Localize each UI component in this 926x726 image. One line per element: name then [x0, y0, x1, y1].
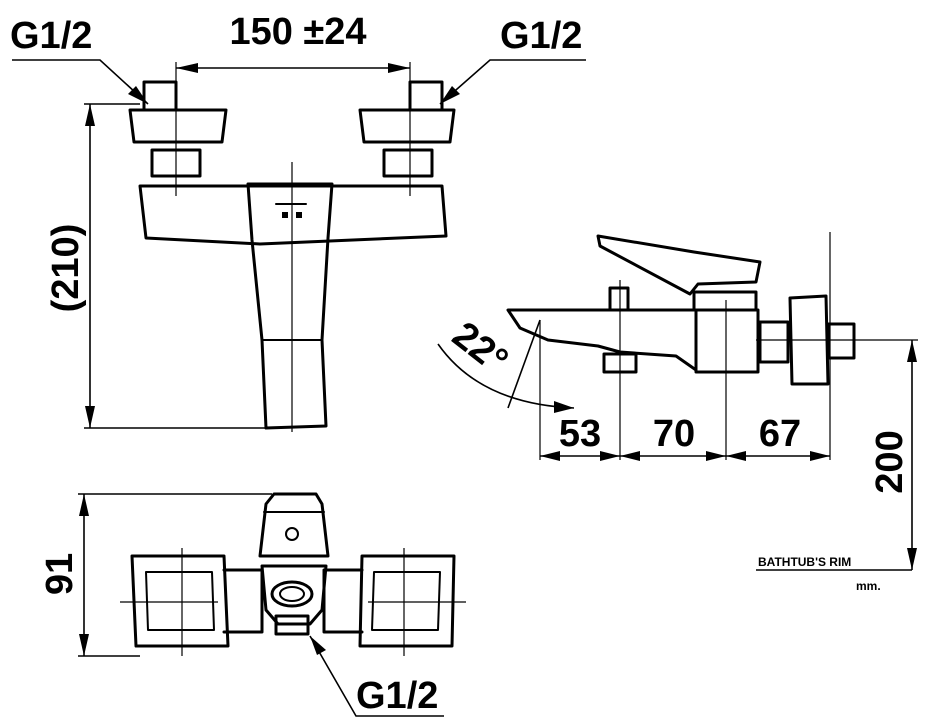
handle-top [258, 492, 330, 558]
side-view: 22° 53 70 67 200 BATHTUB'S RIM mm. [437, 232, 918, 593]
depth-top-label: 91 [39, 553, 81, 595]
side-body [694, 308, 760, 374]
thread-label-top-right: G1/2 [500, 15, 582, 57]
thread-label-top-left: G1/2 [10, 15, 92, 57]
dim-arrow [176, 63, 198, 73]
leader-arrow [128, 86, 148, 104]
dim-arrow [600, 451, 620, 461]
side-lever [596, 234, 762, 296]
left-wall-pad-inner [145, 571, 215, 631]
hot-indicator [282, 212, 288, 218]
left-escutcheon [128, 108, 228, 144]
thread-leader-left [12, 59, 149, 105]
side-lever-neck [692, 290, 758, 312]
thread-leader-right [439, 59, 586, 105]
spout-outlet [270, 580, 314, 608]
left-wall-pad [130, 554, 230, 648]
angle-arrow [554, 401, 574, 413]
thread-label-bottom: G1/2 [356, 675, 438, 717]
dim-arrow [907, 548, 917, 570]
dim-arrow [726, 451, 746, 461]
right-union-nut [382, 148, 434, 178]
body-connector-right [322, 568, 364, 634]
dim-arrow [706, 451, 726, 461]
leader-arrow [310, 636, 326, 655]
dim-arrow [620, 451, 640, 461]
spout-angle-label: 22° [444, 314, 515, 382]
side-spout [506, 308, 698, 372]
handle-screw [285, 527, 299, 541]
dim-arrow [388, 63, 410, 73]
top-view: 91 G1/2 [39, 492, 466, 717]
front-view: 150 ±24 G1/2 G1/2 (210) [10, 11, 586, 432]
inlet-spacing-label: 150 ±24 [229, 11, 366, 53]
bathtub-rim-label: BATHTUB'S RIM [758, 555, 851, 569]
right-wall-pad [358, 554, 456, 648]
dim-arrow [79, 634, 89, 656]
mixer-body [138, 184, 448, 246]
right-wall-pad-inner [371, 571, 441, 631]
unit-label: mm. [856, 579, 881, 593]
dim-arrow [85, 406, 95, 428]
dim-arrow [79, 494, 89, 516]
dim-arrow [907, 340, 917, 362]
side-escutcheon [788, 294, 830, 386]
spout-outlet-inner [279, 586, 305, 602]
spout-thread [274, 614, 310, 636]
lever-handle [246, 182, 334, 430]
dim-67-label: 67 [759, 413, 801, 455]
side-union-nut [758, 320, 790, 364]
dim-arrow [810, 451, 830, 461]
side-inlet-nut [826, 322, 856, 360]
cold-indicator [296, 212, 302, 218]
angle-arc [437, 343, 575, 409]
dim-arrow [540, 451, 560, 461]
right-inlet-nut [408, 80, 444, 112]
spout-body-top [260, 564, 328, 626]
thread-leader-bottom [309, 635, 444, 717]
left-inlet-nut [142, 80, 178, 112]
diverter-knob [608, 286, 630, 312]
body-connector-left [222, 568, 264, 634]
dim-200-label: 200 [869, 430, 911, 493]
height-front-label: (210) [45, 224, 87, 313]
leader-arrow [440, 86, 460, 104]
right-escutcheon [358, 108, 456, 144]
dim-arrow [85, 104, 95, 126]
dim-53-label: 53 [559, 413, 601, 455]
angle-line [507, 319, 541, 409]
dim-70-label: 70 [653, 413, 695, 455]
